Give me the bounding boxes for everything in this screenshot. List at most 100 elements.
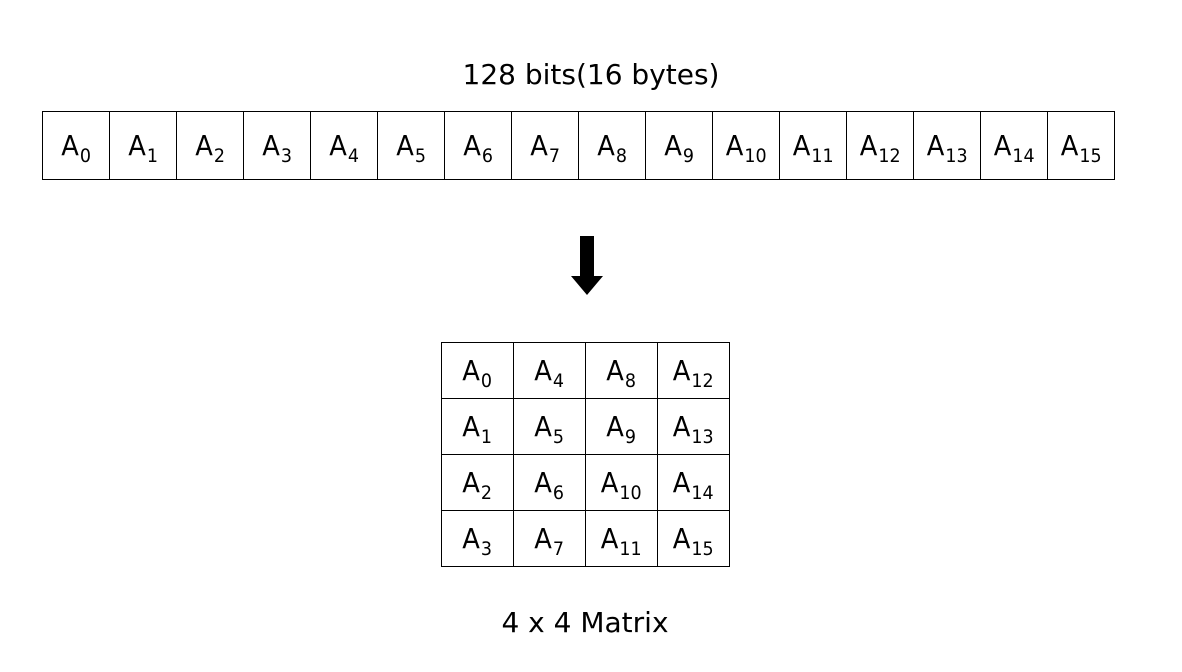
matrix-cell: A3 xyxy=(441,510,514,567)
cell-subscript: 5 xyxy=(414,145,426,167)
matrix-cell: A10 xyxy=(585,454,658,511)
cell-label: A7 xyxy=(534,522,565,560)
cell-label: A11 xyxy=(601,522,642,560)
cell-base: A xyxy=(534,522,553,555)
cell-label: A0 xyxy=(61,129,91,167)
cell-base: A xyxy=(262,129,280,162)
cell-base: A xyxy=(128,129,146,162)
cell-subscript: 15 xyxy=(1079,145,1102,167)
byte-cell: A0 xyxy=(43,112,110,179)
cell-base: A xyxy=(462,354,481,387)
cell-subscript: 11 xyxy=(811,145,834,167)
matrix-cell: A6 xyxy=(513,454,586,511)
cell-base: A xyxy=(61,129,79,162)
cell-label: A14 xyxy=(994,129,1035,167)
byte-cell: A12 xyxy=(847,112,914,179)
cell-subscript: 0 xyxy=(481,370,493,392)
byte-cell: A11 xyxy=(780,112,847,179)
cell-base: A xyxy=(462,522,481,555)
cell-subscript: 7 xyxy=(553,538,565,560)
cell-label: A10 xyxy=(601,466,642,504)
cell-base: A xyxy=(673,354,691,387)
matrix-cell: A0 xyxy=(441,342,514,399)
cell-subscript: 11 xyxy=(619,538,642,560)
cell-label: A5 xyxy=(396,129,426,167)
byte-cell: A1 xyxy=(110,112,177,179)
down-arrow-icon xyxy=(571,236,603,295)
cell-subscript: 6 xyxy=(553,482,565,504)
cell-base: A xyxy=(534,354,553,387)
cell-label: A1 xyxy=(463,410,493,448)
byte-cell: A3 xyxy=(244,112,311,179)
cell-label: A15 xyxy=(673,522,714,560)
cell-base: A xyxy=(195,129,213,162)
matrix-cell: A11 xyxy=(585,510,658,567)
matrix-cell: A14 xyxy=(657,454,730,511)
cell-base: A xyxy=(725,129,744,162)
byte-cell: A13 xyxy=(914,112,981,179)
cell-label: A9 xyxy=(664,129,694,167)
cell-base: A xyxy=(673,522,691,555)
cell-subscript: 8 xyxy=(625,370,637,392)
diagram-title: 128 bits(16 bytes) xyxy=(462,58,720,91)
cell-label: A0 xyxy=(462,354,493,392)
cell-subscript: 10 xyxy=(744,145,767,167)
cell-label: A6 xyxy=(463,129,493,167)
byte-cell: A8 xyxy=(579,112,646,179)
cell-label: A3 xyxy=(262,129,292,167)
cell-subscript: 9 xyxy=(625,426,637,448)
cell-base: A xyxy=(664,129,682,162)
byte-cell: A9 xyxy=(646,112,713,179)
cell-label: A8 xyxy=(597,129,627,167)
cell-base: A xyxy=(606,354,625,387)
cell-subscript: 15 xyxy=(691,538,714,560)
byte-cell: A6 xyxy=(445,112,512,179)
cell-subscript: 8 xyxy=(615,145,627,167)
cell-subscript: 5 xyxy=(553,426,565,448)
cell-base: A xyxy=(534,466,553,499)
cell-label: A9 xyxy=(607,410,637,448)
cell-label: A13 xyxy=(927,129,968,167)
cell-label: A3 xyxy=(462,522,493,560)
cell-subscript: 12 xyxy=(878,145,901,167)
cell-label: A7 xyxy=(530,129,560,167)
byte-cell: A5 xyxy=(378,112,445,179)
cell-base: A xyxy=(396,129,414,162)
cell-label: A1 xyxy=(128,129,158,167)
cell-subscript: 1 xyxy=(146,145,158,167)
cell-subscript: 2 xyxy=(213,145,225,167)
matrix-cell: A7 xyxy=(513,510,586,567)
cell-base: A xyxy=(792,129,811,162)
matrix-cell: A1 xyxy=(441,398,514,455)
byte-cell: A4 xyxy=(311,112,378,179)
cell-base: A xyxy=(462,466,481,499)
byte-cell: A7 xyxy=(512,112,579,179)
matrix-cell: A2 xyxy=(441,454,514,511)
cell-subscript: 3 xyxy=(280,145,292,167)
cell-subscript: 6 xyxy=(481,145,493,167)
cell-label: A2 xyxy=(195,129,225,167)
cell-label: A6 xyxy=(534,466,565,504)
cell-base: A xyxy=(463,129,481,162)
cell-base: A xyxy=(1060,129,1079,162)
cell-subscript: 10 xyxy=(619,482,642,504)
cell-subscript: 1 xyxy=(481,426,493,448)
matrix-caption: 4 x 4 Matrix xyxy=(501,606,669,639)
matrix-cell: A9 xyxy=(585,398,658,455)
cell-base: A xyxy=(601,522,619,555)
cell-label: A12 xyxy=(673,354,714,392)
cell-subscript: 7 xyxy=(548,145,560,167)
cell-base: A xyxy=(534,410,553,443)
cell-label: A8 xyxy=(606,354,637,392)
matrix-cell: A15 xyxy=(657,510,730,567)
cell-subscript: 13 xyxy=(945,145,968,167)
cell-subscript: 0 xyxy=(79,145,91,167)
cell-base: A xyxy=(859,129,878,162)
matrix-cell: A13 xyxy=(657,398,730,455)
byte-cell: A10 xyxy=(713,112,780,179)
